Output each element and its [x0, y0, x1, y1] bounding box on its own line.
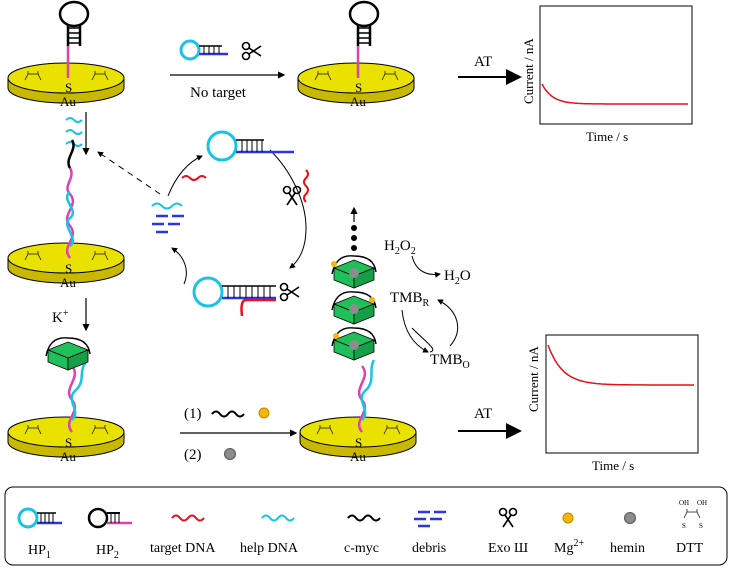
- legend-target-label: target DNA: [150, 541, 216, 556]
- step2-label: (2): [184, 447, 202, 463]
- step1-label: (1): [184, 406, 202, 422]
- dtt-oh: OH: [697, 499, 707, 507]
- at-label-top: AT: [474, 54, 492, 70]
- legend-c-myc: c-myc: [344, 514, 381, 556]
- electrode-no-target: S Au: [297, 0, 415, 109]
- help-dna-addition: [65, 112, 90, 156]
- sulfur-label: S: [65, 80, 72, 95]
- au-label: Au: [60, 94, 76, 109]
- legend-help-label: help DNA: [240, 541, 299, 556]
- chart1-xlabel: Time / s: [586, 129, 628, 144]
- electrode-hybrid: S Au: [7, 139, 125, 290]
- sulfur-label: S: [65, 435, 72, 450]
- legend-hemin-label: hemin: [610, 541, 645, 556]
- au-label: Au: [350, 449, 366, 464]
- chart-with-target: Time / s Current / nA: [526, 334, 699, 473]
- hp1-cycle-top: [206, 130, 294, 162]
- sulfur-label: S: [355, 80, 362, 95]
- current-curve-low: [541, 83, 688, 105]
- tmbo-label: TMBO: [430, 352, 470, 371]
- reaction-scheme: H2O2 H2O TMBR TMBO: [384, 238, 471, 371]
- current-curve-high: [547, 344, 694, 386]
- legend-exo: Exo Ш: [488, 507, 528, 556]
- legend-help-dna: help DNA: [240, 514, 299, 556]
- legend-hp2: HP2: [87, 507, 132, 561]
- h2o-label: H2O: [444, 268, 471, 287]
- legend: HP1 HP2 target DNA help DNA c-myc: [4, 486, 728, 566]
- legend-mg: Mg2+: [554, 512, 584, 556]
- chart1-ylabel: Current / nA: [521, 38, 536, 104]
- electrode-gquad: S Au: [7, 337, 125, 464]
- dtt-oh: OH: [679, 499, 689, 507]
- tmbr-label: TMBR: [390, 290, 430, 309]
- legend-debris-label: debris: [412, 541, 446, 556]
- dtt-s: S: [699, 522, 703, 530]
- legend-hp1: HP1: [17, 507, 62, 561]
- au-label: Au: [350, 94, 366, 109]
- dashed-arrow: [97, 151, 161, 195]
- au-label: Au: [60, 449, 76, 464]
- chart2-xlabel: Time / s: [592, 458, 634, 473]
- h2o2-label: H2O2: [384, 238, 416, 257]
- sulfur-label: S: [355, 435, 362, 450]
- sulfur-label: S: [65, 261, 72, 276]
- exo-scissors-icon: [241, 41, 262, 61]
- legend-hemin: hemin: [610, 512, 645, 556]
- no-target-label: No target: [190, 85, 247, 101]
- k-plus-label: K+: [52, 308, 69, 326]
- amplification-cycle: [167, 149, 309, 285]
- legend-mg-label: Mg2+: [554, 538, 584, 556]
- legend-hp1-label: HP1: [28, 543, 51, 561]
- legend-debris: debris: [412, 510, 446, 556]
- legend-exo-label: Exo Ш: [488, 541, 528, 556]
- legend-dtt: OH OH S S DTT: [676, 499, 707, 556]
- electrode-dnazyme: S Au: [299, 206, 417, 464]
- hp1-target-duplex: [192, 276, 300, 317]
- legend-dtt-label: DTT: [676, 541, 704, 556]
- legend-cmyc-label: c-myc: [344, 541, 379, 556]
- au-label: Au: [60, 275, 76, 290]
- electrode-hp2: S Au: [7, 0, 125, 109]
- cycle-products: [151, 202, 184, 234]
- at-arrow-bottom: AT: [458, 406, 522, 439]
- at-arrow-top: AT: [458, 54, 522, 85]
- dtt-s: S: [682, 522, 686, 530]
- legend-target-dna: target DNA: [150, 514, 216, 556]
- c-myc-hemin-step: (1) (2): [180, 406, 298, 463]
- no-target-arrow: No target: [170, 39, 286, 101]
- legend-hp2-label: HP2: [96, 543, 119, 561]
- k-plus-step: K+: [52, 298, 90, 332]
- chart2-ylabel: Current / nA: [526, 346, 541, 412]
- at-label-bottom: AT: [474, 406, 492, 422]
- chart-no-target: Time / s Current / nA: [521, 5, 693, 144]
